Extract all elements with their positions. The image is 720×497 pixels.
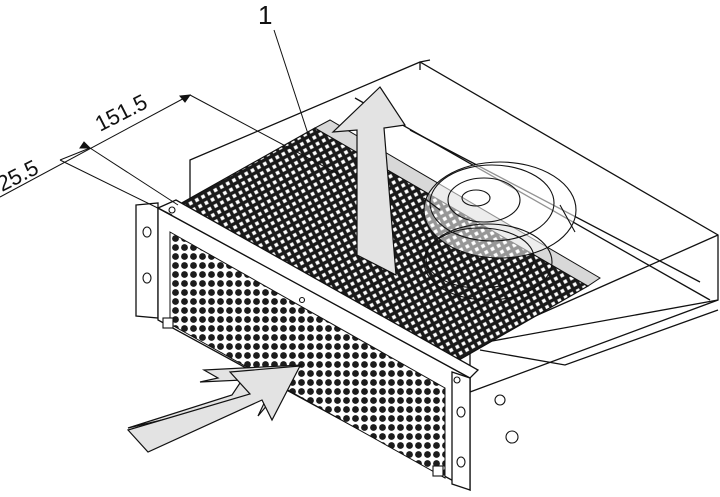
mounting-screws <box>142 206 519 477</box>
dimension-lines <box>0 94 341 216</box>
airflow-in-arrow-head <box>126 365 302 453</box>
airflow-out-arrow <box>331 86 407 277</box>
callout-leader <box>273 29 311 141</box>
dimension-depth-label: 151.5 <box>91 89 151 136</box>
dimension-offset-label: 25.5 <box>0 155 42 197</box>
front-panel <box>135 199 480 492</box>
fan-rotor <box>423 161 577 301</box>
callout-number: 1 <box>258 0 272 30</box>
